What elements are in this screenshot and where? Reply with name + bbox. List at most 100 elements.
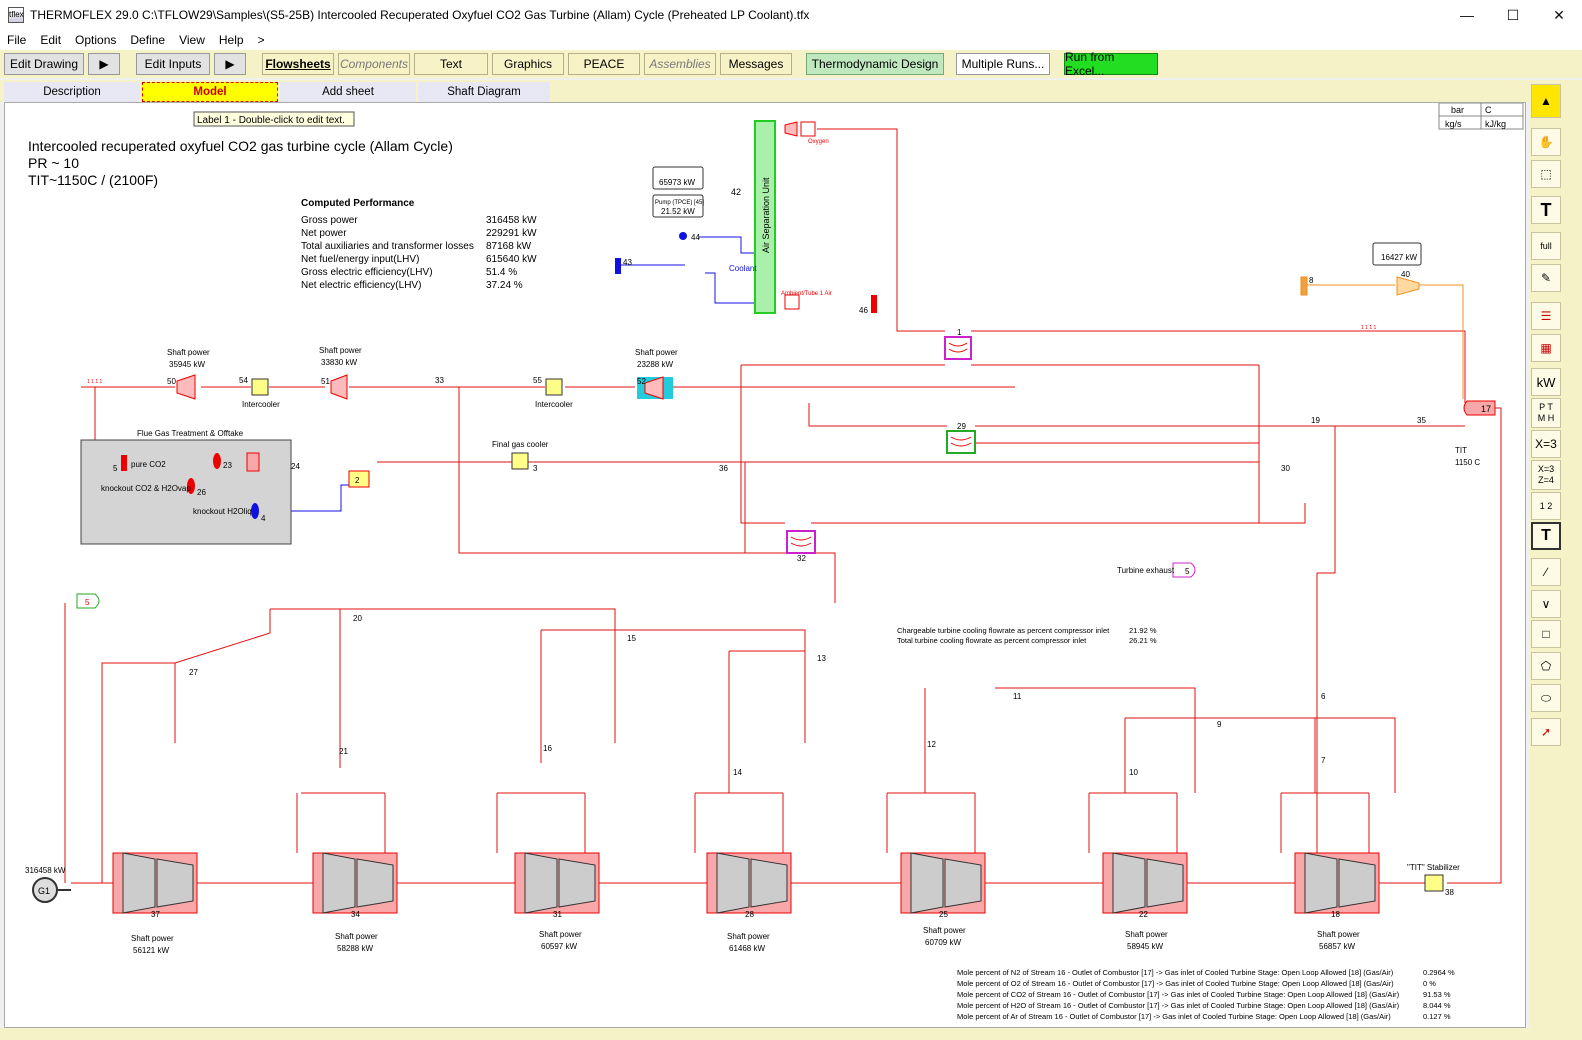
tab-description[interactable]: Description <box>4 82 140 102</box>
turbine-18[interactable]: 18 Shaft power 56857 kW <box>1294 852 1380 951</box>
sheet-tabs: Description Model Add sheet Shaft Diagra… <box>0 80 1530 102</box>
flowsheets-button[interactable]: Flowsheets <box>262 53 334 75</box>
turbine-exhaust[interactable]: 5 Turbine exhaust <box>1117 562 1196 578</box>
turbine-25[interactable]: 25 Shaft power 60709 kW <box>900 852 986 947</box>
t-box-icon[interactable]: T <box>1531 522 1561 550</box>
valve-44-icon[interactable] <box>679 232 687 240</box>
compressor-50[interactable]: 50 Shaft power 35945 kW <box>167 348 210 400</box>
x3-icon[interactable]: X=3 <box>1531 430 1561 458</box>
turbine-31[interactable]: 31 Shaft power 60597 kW <box>514 852 600 951</box>
menu-options[interactable]: Options <box>75 33 117 47</box>
components-button[interactable]: Components <box>338 53 410 75</box>
final-cooler-label: Final gas cooler <box>492 440 549 449</box>
separator-23-icon[interactable] <box>213 453 221 469</box>
node-8: 8 <box>1309 276 1314 285</box>
text-tool-icon[interactable]: T <box>1531 196 1561 224</box>
run-from-excel-button[interactable]: Run from Excel... <box>1064 50 1158 78</box>
air-separation-unit[interactable]: Air Separation Unit 42 <box>731 120 776 314</box>
menu-file[interactable]: File <box>7 33 27 47</box>
separator-26-icon[interactable] <box>187 478 195 494</box>
tab-shaft-diagram[interactable]: Shaft Diagram <box>418 82 550 102</box>
grid-icon[interactable]: ▦ <box>1531 334 1561 362</box>
menu-define[interactable]: Define <box>130 33 166 47</box>
flow-icon[interactable]: ☰ <box>1531 302 1561 330</box>
exhaust-5-left[interactable]: 5 <box>76 593 100 609</box>
line-icon[interactable]: ∕ <box>1531 558 1561 586</box>
assemblies-button[interactable]: Assemblies <box>644 53 716 75</box>
compressor-52[interactable]: 52 Shaft power 23288 kW <box>635 348 678 400</box>
p12-icon[interactable]: 1 2 <box>1531 492 1561 520</box>
node-17: 17 <box>1481 404 1491 414</box>
pen-icon[interactable]: ✎ <box>1531 264 1561 292</box>
select-icon[interactable]: ⬚ <box>1531 160 1561 188</box>
cursor-icon[interactable]: ➚ <box>1531 718 1561 746</box>
asu-label: Air Separation Unit <box>761 177 771 253</box>
units-box[interactable]: bar C kg/s kJ/kg <box>1438 103 1524 130</box>
minimize-button[interactable]: — <box>1460 7 1474 23</box>
final-gas-cooler[interactable]: Final gas cooler 3 <box>492 440 549 473</box>
flowsheet-canvas[interactable]: bar C kg/s kJ/kg Label 1 - Double-click … <box>4 102 1526 1028</box>
next-arrow-button[interactable]: ▶ <box>88 53 120 75</box>
zoom-full-icon[interactable]: full <box>1531 232 1561 260</box>
messages-button[interactable]: Messages <box>720 53 792 75</box>
perf-label-0: Gross power <box>301 215 358 226</box>
thermodynamic-design-button[interactable]: Thermodynamic Design <box>806 53 944 75</box>
air-source-icon[interactable] <box>871 295 877 313</box>
compressor-51[interactable]: 51 Shaft power 33830 kW <box>319 346 362 400</box>
ellipse-icon[interactable]: ⬭ <box>1531 684 1561 712</box>
asu-power-box[interactable]: 65973 kW <box>652 166 704 190</box>
graphics-button[interactable]: Graphics <box>492 53 564 75</box>
perf-label-1: Net power <box>301 228 347 239</box>
tit-stabilizer[interactable]: "TIT" Stabilizer 38 <box>1407 863 1460 897</box>
flue-gas-treatment[interactable]: Flue Gas Treatment & Offtake pure CO2 5 … <box>80 429 292 545</box>
mixer-2[interactable]: 2 <box>348 470 370 488</box>
air-compressor-icon[interactable] <box>784 294 800 310</box>
node-26: 26 <box>197 488 206 497</box>
recuperator-29[interactable]: 29 <box>946 422 976 454</box>
rect-icon[interactable]: □ <box>1531 620 1561 648</box>
text-button[interactable]: Text <box>414 53 488 75</box>
menu-help[interactable]: Help <box>218 33 244 47</box>
close-button[interactable]: ✕ <box>1553 6 1565 23</box>
edit-drawing-button[interactable]: Edit Drawing <box>4 53 84 75</box>
menu-more[interactable]: > <box>257 33 265 47</box>
multiple-runs-button[interactable]: Multiple Runs... <box>956 53 1050 75</box>
coolant-source-icon[interactable] <box>615 258 621 274</box>
intercooler-54[interactable]: 54 Intercooler <box>239 376 280 409</box>
turbine-34[interactable]: 34 Shaft power 58288 kW <box>312 852 398 953</box>
polyline-icon[interactable]: ∨ <box>1531 590 1561 618</box>
h2o-sink-icon[interactable] <box>251 503 259 519</box>
next-arrow-button-2[interactable]: ▶ <box>214 53 246 75</box>
maximize-button[interactable]: ☐ <box>1506 6 1520 23</box>
recuperator-32[interactable]: 32 <box>786 530 816 563</box>
splitter-icon[interactable] <box>246 452 260 472</box>
peace-button[interactable]: PEACE <box>568 53 640 75</box>
oxygen-cooler-icon[interactable] <box>800 121 816 137</box>
pure-co2-sink-icon[interactable] <box>121 455 127 471</box>
hand-icon[interactable]: ✋ <box>1531 128 1561 156</box>
tab-add-sheet[interactable]: Add sheet <box>280 82 416 102</box>
turbine-37[interactable]: 37 Shaft power 56121 kW <box>112 852 198 955</box>
pump-power-box[interactable]: Pump (TPCE) [45] 21.52 kW <box>652 194 704 218</box>
scroll-nav-icon[interactable]: ▲ <box>1531 84 1561 118</box>
fuel-compressor-power-box[interactable]: 16427 kW <box>1372 242 1422 266</box>
turbine-22[interactable]: 22 Shaft power 58945 kW <box>1102 852 1188 951</box>
turbine-28[interactable]: 28 Shaft power 61468 kW <box>706 852 792 953</box>
recuperator-1[interactable]: 1 <box>944 328 972 360</box>
stream-15: 15 <box>627 634 636 643</box>
edit-inputs-button[interactable]: Edit Inputs <box>136 53 210 75</box>
fuel-compressor-icon[interactable] <box>1396 276 1420 296</box>
combustor[interactable]: 17 <box>1463 400 1496 416</box>
label-hint[interactable]: Label 1 - Double-click to edit text. <box>193 111 355 127</box>
oxygen-compressor-icon[interactable] <box>784 121 798 137</box>
tab-model[interactable]: Model <box>142 82 278 102</box>
kw-icon[interactable]: kW <box>1531 368 1561 396</box>
menu-edit[interactable]: Edit <box>40 33 62 47</box>
menu-view[interactable]: View <box>179 33 205 47</box>
intercooler-55[interactable]: 55 Intercooler <box>533 376 573 409</box>
poly-icon[interactable]: ⬠ <box>1531 652 1561 680</box>
fuel-source-icon[interactable] <box>1300 276 1308 296</box>
generator[interactable]: G1 316458 kW <box>25 866 71 903</box>
